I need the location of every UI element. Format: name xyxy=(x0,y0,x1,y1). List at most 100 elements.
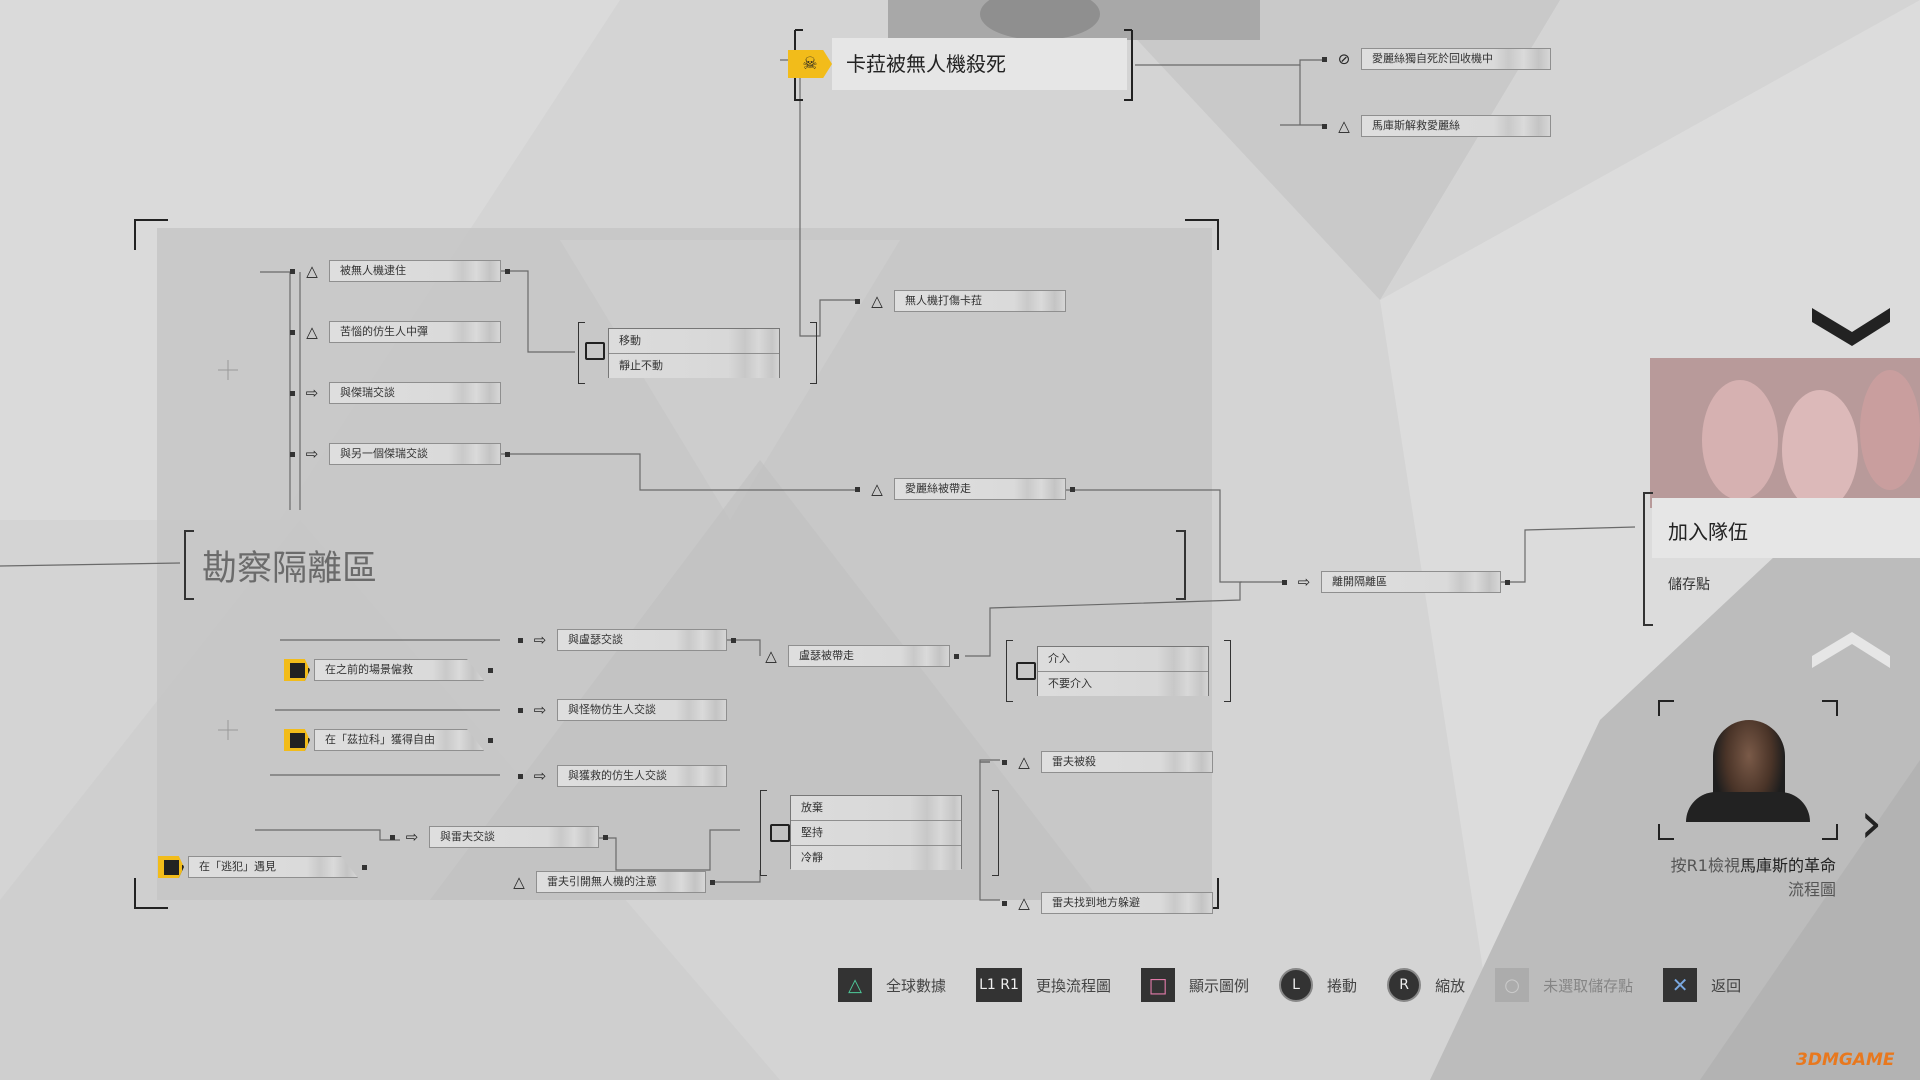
outcome-alice-dies[interactable]: ⊘ 愛麗絲獨自死於回收機中 xyxy=(1322,48,1551,70)
control-zoom[interactable]: R 縮放 xyxy=(1387,968,1465,1002)
arrow-icon: ⇨ xyxy=(305,384,319,402)
option-intervene[interactable]: 介入 xyxy=(1038,647,1208,672)
node-label: 被無人機逮住 xyxy=(329,260,501,282)
watermark: 3DMGAME xyxy=(1796,1050,1895,1070)
triangle-icon: △ xyxy=(1018,753,1030,771)
node-ralph-distracts-drone[interactable]: △ 雷夫引開無人機的注意 xyxy=(508,871,715,893)
portrait-shoulders xyxy=(1686,792,1810,822)
locked-node-freed-zlatko[interactable]: 在「茲拉科」獲得自由 xyxy=(284,729,493,751)
triangle-icon: △ xyxy=(871,480,883,498)
choice-ralph[interactable]: 放棄 堅持 冷靜 xyxy=(790,795,962,870)
choice-icon xyxy=(1016,662,1036,680)
node-talk-monster-android[interactable]: ⇨ 與怪物仿生人交談 xyxy=(518,699,727,721)
control-label: 未選取儲存點 xyxy=(1543,976,1634,995)
top-event-title: 卡菈被無人機殺死 xyxy=(832,38,1127,90)
control-label: 返回 xyxy=(1711,976,1742,995)
arrow-icon: ⇨ xyxy=(533,767,547,785)
character-frame[interactable] xyxy=(1658,700,1838,840)
frame-corner xyxy=(1658,700,1674,716)
node-label: 與雷夫交談 xyxy=(429,826,599,848)
node-talk-other-jerry[interactable]: ⇨ 與另一個傑瑞交談 xyxy=(290,443,510,465)
choice-icon xyxy=(585,342,605,360)
node-leave-zone[interactable]: ⇨ 離開隔離區 xyxy=(1282,571,1510,593)
node-label: 無人機打傷卡菈 xyxy=(894,290,1066,312)
node-ralph-killed[interactable]: △ 雷夫被殺 xyxy=(1002,751,1213,773)
frame-corner xyxy=(1658,824,1674,840)
node-label: 在「逃犯」遇見 xyxy=(188,856,358,878)
choice-bracket xyxy=(760,790,767,876)
outcome-markus-saves-alice[interactable]: △ 馬庫斯解救愛麗絲 xyxy=(1322,115,1551,137)
next-panel-title: 加入隊伍 xyxy=(1668,520,1748,544)
connector-dot xyxy=(855,298,860,304)
next-chevron-icon[interactable]: › xyxy=(1860,791,1883,856)
lock-icon xyxy=(284,659,310,681)
locked-node-rescued-before[interactable]: 在之前的場景僱救 xyxy=(284,659,493,681)
node-label: 雷夫引開無人機的注意 xyxy=(536,871,706,893)
option-move[interactable]: 移動 xyxy=(609,329,779,354)
connector-dot xyxy=(518,707,523,713)
next-panel[interactable]: 加入隊伍 xyxy=(1652,498,1920,558)
right-stick-icon: R xyxy=(1387,968,1422,1002)
watermark-text: 3DMGAME xyxy=(1796,1050,1895,1070)
save-point-label: 儲存點 xyxy=(1668,577,1710,593)
connector-dot xyxy=(505,268,510,274)
hint-prefix: 按R1檢視 xyxy=(1670,856,1740,875)
control-label: 捲動 xyxy=(1327,976,1358,995)
connector-dot xyxy=(518,637,523,643)
option-insist[interactable]: 堅持 xyxy=(791,821,961,846)
node-luther-taken[interactable]: △ 盧瑟被帶走 xyxy=(760,645,959,667)
connector-dot xyxy=(518,773,523,779)
node-ralph-hides[interactable]: △ 雷夫找到地方躲避 xyxy=(1002,892,1213,914)
node-android-shot[interactable]: △ 苦惱的仿生人中彈 xyxy=(290,321,501,343)
choice-intervene[interactable]: 介入 不要介入 xyxy=(1037,646,1209,696)
node-label: 與盧瑟交談 xyxy=(557,629,727,651)
next-panel-bracket xyxy=(1643,492,1653,626)
connector-dot xyxy=(855,486,860,492)
node-talk-rescued-android[interactable]: ⇨ 與獲救的仿生人交談 xyxy=(518,765,727,787)
node-label: 在「茲拉科」獲得自由 xyxy=(314,729,484,751)
connector-dot xyxy=(290,451,295,457)
node-talk-jerry[interactable]: ⇨ 與傑瑞交談 xyxy=(290,382,501,404)
option-stay-still[interactable]: 靜止不動 xyxy=(609,354,779,378)
arrow-icon: ⇨ xyxy=(1297,573,1311,591)
square-button-icon: □ xyxy=(1141,968,1176,1002)
choice-move[interactable]: 移動 靜止不動 xyxy=(608,328,780,378)
connector-dot xyxy=(1505,579,1510,585)
option-give-up[interactable]: 放棄 xyxy=(791,796,961,821)
node-drone-shoots-kara[interactable]: △ 無人機打傷卡菈 xyxy=(855,290,1066,312)
connector-dot xyxy=(505,451,510,457)
control-show-legend[interactable]: □ 顯示圖例 xyxy=(1141,968,1249,1002)
node-alice-taken[interactable]: △ 愛麗絲被帶走 xyxy=(855,478,1075,500)
choice-icon xyxy=(770,824,790,842)
node-talk-ralph[interactable]: ⇨ 與雷夫交談 xyxy=(390,826,608,848)
locked-node-met-fugitive[interactable]: 在「逃犯」遇見 xyxy=(158,856,367,878)
top-event-node[interactable]: ☠ 卡菈被無人機殺死 xyxy=(788,38,1127,90)
node-label: 離開隔離區 xyxy=(1321,571,1501,593)
triangle-icon: △ xyxy=(1338,117,1350,135)
node-talk-luther[interactable]: ⇨ 與盧瑟交談 xyxy=(518,629,736,651)
arrow-icon: ⇨ xyxy=(305,445,319,463)
choice-bracket-right xyxy=(992,790,999,876)
control-back[interactable]: ✕ 返回 xyxy=(1663,968,1741,1002)
control-global-data[interactable]: △ 全球數據 xyxy=(838,968,946,1002)
connector-dot xyxy=(1002,900,1007,906)
control-scroll[interactable]: L 捲動 xyxy=(1279,968,1357,1002)
node-caught-by-drone[interactable]: △ 被無人機逮住 xyxy=(290,260,510,282)
node-label: 與獲救的仿生人交談 xyxy=(557,765,727,787)
option-dont-intervene[interactable]: 不要介入 xyxy=(1038,672,1208,696)
hint-name: 馬庫斯的革命 xyxy=(1739,856,1836,875)
connector-dot xyxy=(603,834,608,840)
node-label: 愛麗絲被帶走 xyxy=(894,478,1066,500)
control-switch-flowchart[interactable]: L1 R1 更換流程圖 xyxy=(976,968,1111,1002)
control-label: 更換流程圖 xyxy=(1036,976,1112,995)
option-calm[interactable]: 冷靜 xyxy=(791,846,961,870)
connector-dot xyxy=(1322,123,1327,129)
triangle-icon: △ xyxy=(1018,894,1030,912)
choice-bracket xyxy=(578,322,585,384)
frame-corner xyxy=(1822,700,1838,716)
circle-button-icon: ○ xyxy=(1495,968,1530,1002)
connector-dot xyxy=(954,653,959,659)
connector-dot xyxy=(290,268,295,274)
connector-dot xyxy=(1322,56,1327,62)
lock-icon xyxy=(158,856,184,878)
